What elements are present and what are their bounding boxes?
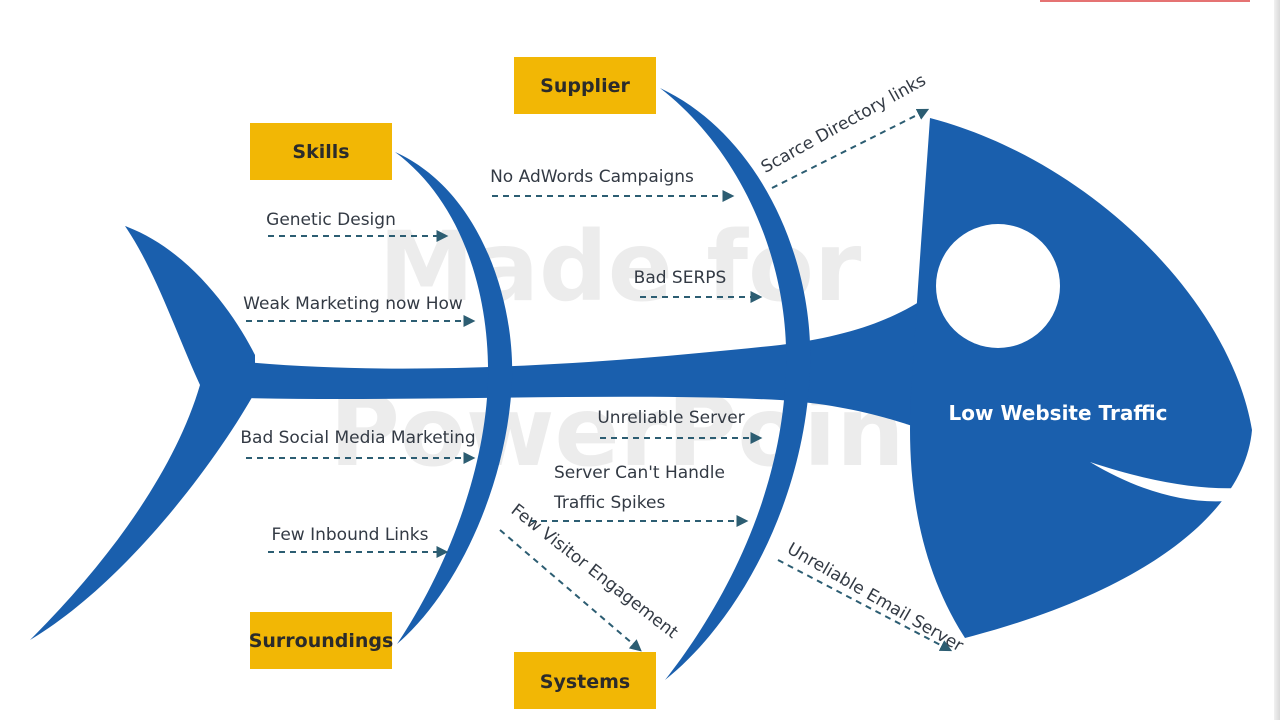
rib-skills-surroundings — [395, 152, 513, 644]
right-edge-border — [1274, 0, 1280, 720]
cause-label-few-inbound: Few Inbound Links — [271, 525, 428, 545]
fish-eye — [936, 224, 1060, 348]
cause-label-server-cant-line-2: Traffic Spikes — [553, 493, 665, 513]
category-box-systems — [514, 652, 656, 709]
category-label-supplier: Supplier — [540, 75, 630, 97]
category-label-skills: Skills — [292, 141, 349, 163]
fish-tail — [30, 226, 255, 640]
cause-arrow-unreliable-email — [777, 559, 953, 652]
fish-head — [910, 118, 1252, 638]
effect-label: Low Website Traffic — [949, 401, 1168, 425]
cause-label-unreliable-server: Unreliable Server — [597, 408, 744, 428]
category-box-skills — [250, 123, 392, 180]
cause-label-genetic-design: Genetic Design — [266, 210, 396, 230]
rib-supplier-systems — [660, 88, 811, 680]
cause-label-bad-social: Bad Social Media Marketing — [240, 428, 475, 448]
top-edge-accent — [1040, 0, 1250, 8]
category-box-supplier — [514, 57, 656, 114]
cause-label-no-adwords: No AdWords Campaigns — [490, 167, 694, 187]
category-box-surroundings — [250, 612, 392, 669]
category-label-surroundings: Surroundings — [249, 630, 394, 652]
cause-label-server-cant-line-1: Server Can't Handle — [554, 463, 725, 483]
cause-label-weak-marketing: Weak Marketing now How — [243, 294, 463, 314]
fish-spine — [245, 295, 950, 440]
cause-label-scarce-directory: Scarce Directory links — [758, 70, 930, 177]
cause-arrow-few-visitor — [499, 529, 642, 652]
cause-label-bad-serps: Bad SERPS — [634, 268, 727, 288]
category-label-systems: Systems — [540, 671, 630, 693]
fish-mouth — [1090, 462, 1240, 502]
cause-group-scarce-directory: Scarce Directory links — [758, 70, 930, 177]
cause-arrow-scarce-directory — [771, 108, 930, 189]
